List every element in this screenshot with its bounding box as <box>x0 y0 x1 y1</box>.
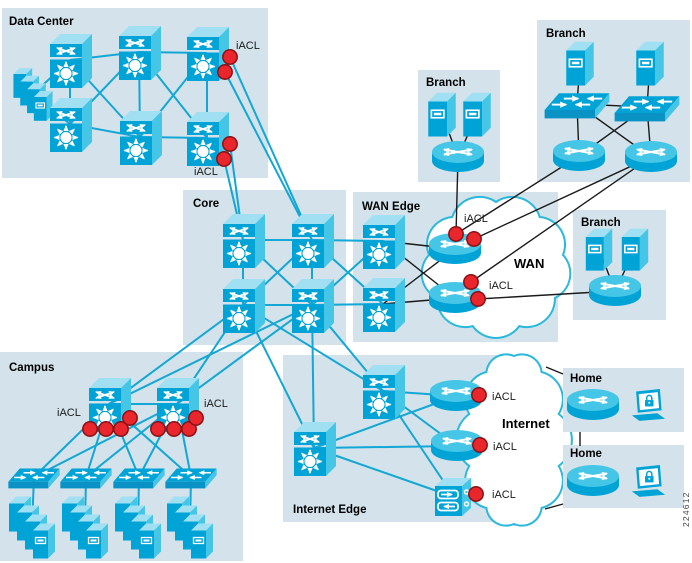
region-label-campus: Campus <box>9 362 54 374</box>
region-label-core: Core <box>193 198 219 210</box>
server-icon <box>463 92 491 137</box>
iacl-dot <box>470 291 486 307</box>
region-label-internet-edge: Internet Edge <box>293 504 366 516</box>
region-label-home-1: Home <box>570 373 602 385</box>
iacl-label: iACL <box>57 407 81 419</box>
iacl-label: iACL <box>236 40 260 52</box>
workgroup-switch-icon <box>8 468 60 489</box>
iacl-dot <box>150 421 166 437</box>
iacl-dot <box>181 421 197 437</box>
workgroup-switch-icon <box>614 96 680 122</box>
iacl-dot <box>471 387 487 403</box>
multilayer-switch-icon <box>292 279 334 333</box>
iacl-dot <box>98 421 114 437</box>
iacl-dot <box>472 437 488 453</box>
firewall-icon <box>435 478 471 516</box>
router-icon <box>432 141 484 172</box>
iacl-dot <box>222 136 238 152</box>
region-label-wan-edge: WAN Edge <box>362 201 420 213</box>
server-stack-icon <box>13 68 53 121</box>
iacl-dot <box>113 421 129 437</box>
cloud-label-wan: WAN <box>514 256 544 271</box>
dots-layer <box>82 49 488 502</box>
iacl-dot <box>468 486 484 502</box>
lan-link <box>108 304 244 405</box>
iacl-label: iACL <box>194 166 218 178</box>
iacl-label: iACL <box>492 489 516 501</box>
iacl-dot <box>217 64 233 80</box>
wan-link <box>473 156 652 240</box>
figure-number: 224612 <box>681 491 691 527</box>
lan-link <box>313 447 455 498</box>
iacl-label: iACL <box>492 391 516 403</box>
router-icon <box>589 275 641 306</box>
iacl-dot <box>466 231 482 247</box>
iacl-dot <box>448 226 464 242</box>
multilayer-switch-icon <box>50 34 92 88</box>
router-icon <box>553 140 605 171</box>
server-icon <box>566 41 594 86</box>
multilayer-switch-icon <box>223 214 265 268</box>
iacl-dot <box>166 421 182 437</box>
wan-link <box>544 503 564 510</box>
lan-link <box>176 304 313 405</box>
secure-laptop-icon <box>631 465 665 497</box>
multilayer-switch-icon <box>363 278 405 332</box>
wan-cloud-icon <box>420 195 572 339</box>
server-icon <box>428 92 456 137</box>
multilayer-switch-icon <box>363 365 405 419</box>
server-icon <box>621 228 649 271</box>
iacl-dot <box>463 274 479 290</box>
iacl-dot <box>222 49 238 65</box>
server-stack-icon <box>62 496 108 559</box>
lan-link <box>224 71 313 241</box>
multilayer-switch-icon <box>294 422 336 476</box>
multilayer-switch-icon <box>223 279 265 333</box>
router-icon <box>567 389 619 420</box>
server-stack-icon <box>9 496 55 559</box>
workgroup-switch-icon <box>113 468 165 489</box>
multilayer-switch-icon <box>292 214 334 268</box>
region-label-branch-top: Branch <box>426 77 466 89</box>
router-icon <box>431 430 483 461</box>
router-icon <box>567 465 619 496</box>
wan-link <box>470 156 652 283</box>
iacl-dot <box>216 151 232 167</box>
lan-link <box>33 403 178 478</box>
server-stack-icon <box>115 496 161 559</box>
cloud-label-internet: Internet <box>502 416 550 431</box>
workgroup-switch-icon <box>165 468 217 489</box>
workgroup-switch-icon <box>544 93 610 119</box>
lan-link <box>108 304 313 405</box>
region-label-branch-right-mid: Branch <box>581 217 621 229</box>
multilayer-switch-icon <box>119 26 161 80</box>
server-icon <box>585 228 613 271</box>
devices-layer <box>8 26 680 559</box>
iacl-dot <box>122 410 138 426</box>
workgroup-switch-icon <box>60 468 112 489</box>
lan-link <box>229 56 313 241</box>
server-stack-icon <box>167 496 213 559</box>
secure-laptop-icon <box>631 389 665 421</box>
iacl-label: iACL <box>464 213 488 225</box>
region-label-data-center: Data Center <box>9 16 74 28</box>
router-icon <box>625 141 677 172</box>
lan-link <box>313 395 457 449</box>
iacl-label: iACL <box>489 280 513 292</box>
region-label-home-2: Home <box>570 448 602 460</box>
region-label-branch-right-upper: Branch <box>546 28 586 40</box>
iacl-dot <box>82 421 98 437</box>
iacl-dot <box>188 410 204 426</box>
iacl-label: iACL <box>204 398 228 410</box>
multilayer-switch-icon <box>120 111 162 165</box>
iacl-label: iACL <box>493 441 517 453</box>
wan-link <box>455 155 580 235</box>
multilayer-switch-icon <box>363 215 405 269</box>
wan-link <box>545 366 564 375</box>
multilayer-switch-icon <box>50 98 92 152</box>
server-icon <box>636 41 664 86</box>
router-icon <box>430 380 482 411</box>
